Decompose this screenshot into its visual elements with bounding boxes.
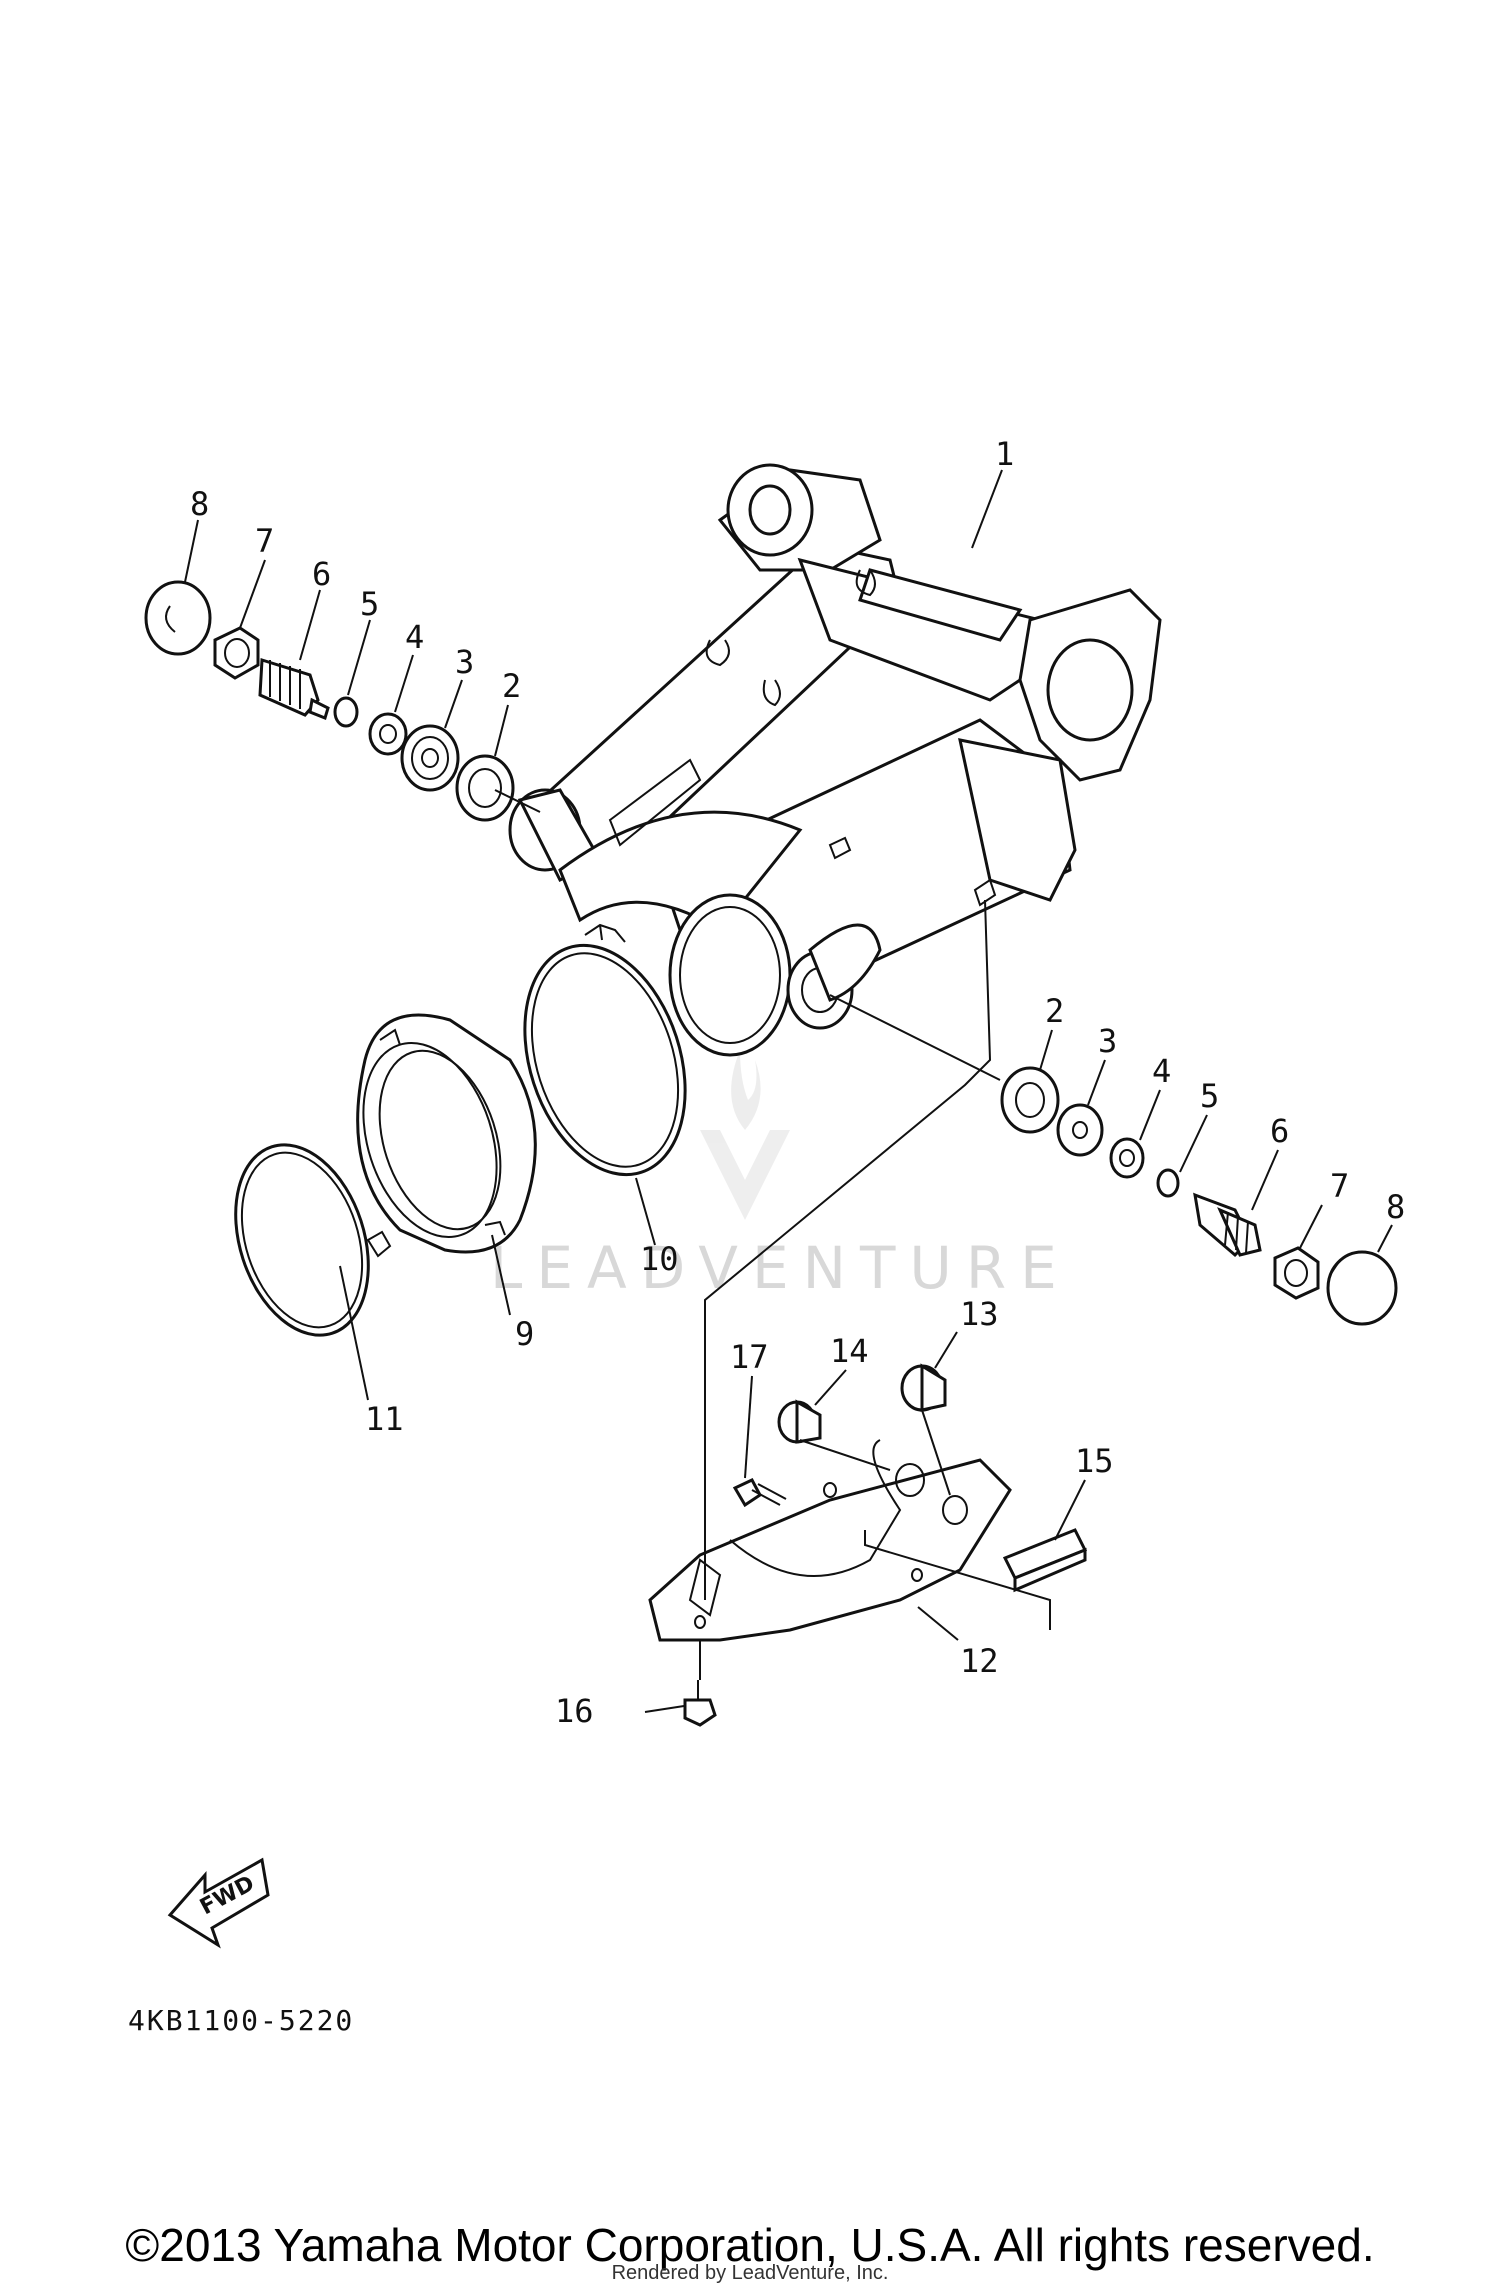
callout-2: 2 (1045, 992, 1064, 1030)
rendered-by-note: Rendered by LeadVenture, Inc. (611, 2262, 889, 2284)
part-11-band-small (234, 1143, 392, 1337)
part-6-pivot-shaft-left (258, 657, 330, 721)
axis-line-left (494, 789, 541, 813)
watermark-logo (700, 1050, 790, 1220)
axis-line-right (829, 994, 1001, 1081)
callout-10: 10 (640, 1240, 679, 1278)
part-17-bolt (732, 1478, 787, 1508)
part-code: 4KB1100-5220 (128, 2004, 354, 2037)
part-10-band-large (523, 923, 687, 1177)
callout-4: 4 (1152, 1052, 1171, 1090)
part-2-bearing-left (455, 754, 515, 822)
callout-1: 1 (995, 435, 1014, 473)
part-13-damper (900, 1363, 947, 1412)
part-8-cap-right (1326, 1250, 1398, 1326)
callout-12: 12 (960, 1642, 999, 1680)
callout-15: 15 (1075, 1442, 1114, 1480)
part-6-pivot-shaft-right (1193, 1192, 1262, 1258)
callout-3: 3 (455, 643, 474, 681)
part-7-nut-right (1273, 1246, 1320, 1300)
callout-5: 5 (1200, 1077, 1219, 1115)
fwd-arrow-icon: FWD (167, 1857, 270, 1949)
callout-8: 8 (1386, 1188, 1405, 1226)
callout-17: 17 (730, 1338, 769, 1376)
callout-labels: 1 8 7 6 5 4 3 2 2 3 4 5 6 7 8 9 10 11 12… (190, 435, 1405, 1730)
part-4-collar-left (368, 712, 408, 756)
callout-4: 4 (405, 618, 424, 656)
part-15-pad (1002, 1528, 1088, 1593)
part-9-boot (356, 1013, 537, 1254)
callout-5: 5 (360, 585, 379, 623)
part-8-cap-left (144, 580, 212, 656)
callout-7: 7 (255, 522, 274, 560)
callout-13: 13 (960, 1295, 999, 1333)
watermark-text: LEADVENTURE (490, 1234, 1071, 1302)
callout-8: 8 (190, 485, 209, 523)
part-16-bolt (683, 1680, 717, 1727)
swingarm-part-1 (508, 463, 1162, 1057)
part-3-seal-left (400, 724, 460, 792)
callout-6: 6 (1270, 1112, 1289, 1150)
callout-11: 11 (365, 1400, 404, 1438)
callout-2: 2 (502, 667, 521, 705)
part-5-oring-right (1156, 1168, 1180, 1198)
part-7-nut-left (213, 626, 260, 680)
callout-14: 14 (830, 1332, 869, 1370)
part-3-seal-right (1056, 1103, 1104, 1157)
callout-3: 3 (1098, 1022, 1117, 1060)
part-4-collar-right (1109, 1137, 1145, 1179)
callout-7: 7 (1330, 1167, 1349, 1205)
leader-lines (184, 469, 1393, 1713)
part-2-bearing-right (1000, 1066, 1060, 1134)
part-14-damper (777, 1399, 822, 1444)
part-5-oring-left (333, 696, 359, 728)
callout-9: 9 (515, 1315, 534, 1353)
callout-16: 16 (555, 1692, 594, 1730)
callout-6: 6 (312, 555, 331, 593)
copyright-footer: ©2013 Yamaha Motor Corporation, U.S.A. A… (125, 2219, 1375, 2271)
